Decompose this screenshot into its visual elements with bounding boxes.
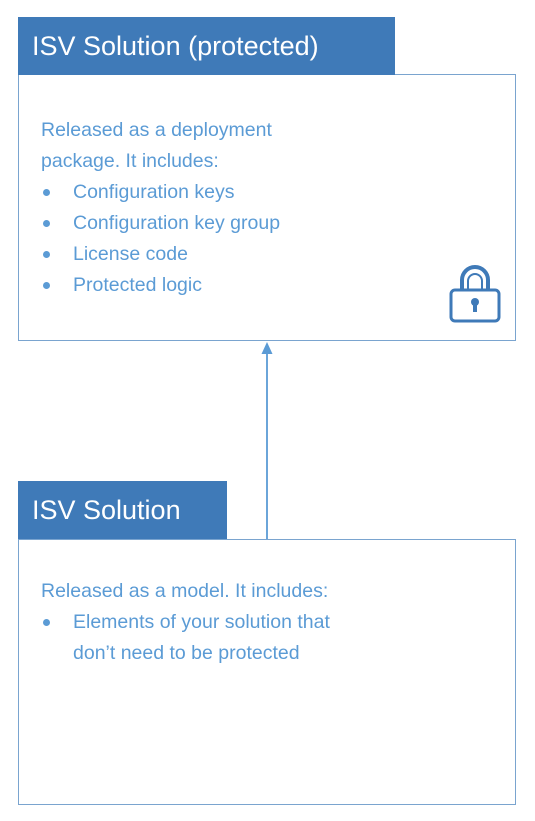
solution-model-box: [18, 539, 516, 805]
list-item: Configuration key group: [41, 208, 341, 239]
list-item-label: Configuration key group: [73, 212, 281, 234]
solution-model-list: Elements of your solution that don’t nee…: [41, 607, 351, 669]
lock-icon: [449, 265, 501, 323]
bullet-icon: [43, 220, 50, 227]
list-item: Protected logic: [41, 270, 341, 301]
list-item-label: License code: [73, 243, 188, 265]
list-item-label: Elements of your solution that don’t nee…: [73, 611, 330, 664]
list-item: Configuration keys: [41, 177, 341, 208]
protected-solution-intro: Released as a deployment package. It inc…: [41, 119, 272, 172]
list-item-label: Protected logic: [73, 274, 202, 296]
solution-model-description: Released as a model. It includes: Elemen…: [41, 576, 351, 669]
arrow-head: [261, 342, 273, 354]
solution-model-title: ISV Solution: [18, 481, 227, 539]
protected-solution-list: Configuration keys Configuration key gro…: [41, 177, 341, 301]
bullet-icon: [43, 619, 50, 626]
protected-solution-title: ISV Solution (protected): [18, 17, 395, 75]
list-item-label: Configuration keys: [73, 181, 235, 203]
protected-solution-description: Released as a deployment package. It inc…: [41, 115, 341, 301]
list-item: License code: [41, 239, 341, 270]
list-item: Elements of your solution that don’t nee…: [41, 607, 351, 669]
bullet-icon: [43, 282, 50, 289]
bullet-icon: [43, 251, 50, 258]
solution-model-intro: Released as a model. It includes:: [41, 580, 329, 602]
bullet-icon: [43, 189, 50, 196]
